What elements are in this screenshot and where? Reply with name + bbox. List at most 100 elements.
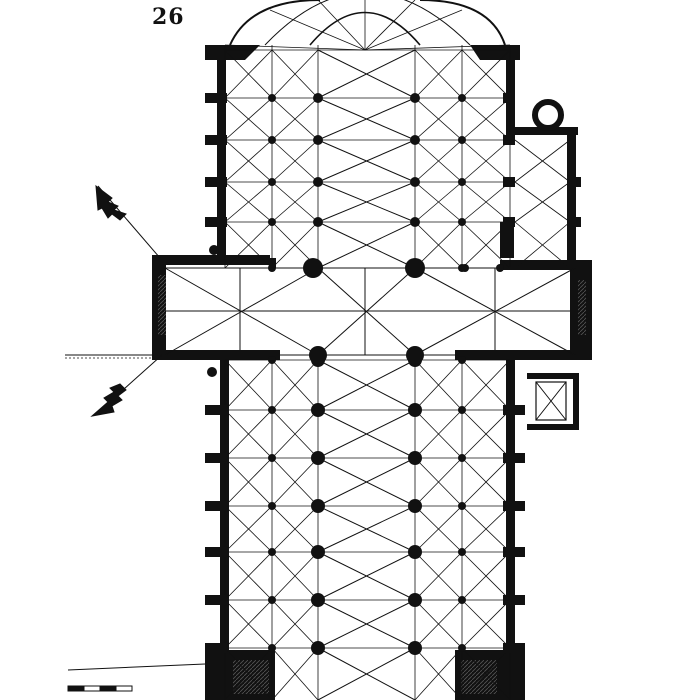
vault-rib xyxy=(317,409,416,459)
vault-rib xyxy=(317,0,366,51)
apse-corner-left xyxy=(205,45,260,60)
pier xyxy=(311,593,325,607)
buttress xyxy=(503,135,515,145)
buttress xyxy=(205,453,227,463)
scale-bar-icon xyxy=(67,663,206,692)
pier xyxy=(410,217,420,227)
pier xyxy=(311,545,325,559)
pier xyxy=(410,135,420,145)
vault-rib xyxy=(271,97,319,141)
wall-choir-right-chapel-top xyxy=(506,127,578,135)
pier xyxy=(268,356,276,364)
pier xyxy=(458,596,466,604)
vault-rib xyxy=(224,457,273,507)
buttress xyxy=(503,453,525,463)
wall-choir-right xyxy=(506,45,515,135)
pier xyxy=(408,545,422,559)
vault-rib xyxy=(414,139,463,183)
pier xyxy=(458,94,466,102)
pier xyxy=(408,499,422,513)
vault-rib xyxy=(414,359,463,411)
pier xyxy=(207,367,217,377)
pier xyxy=(311,641,325,655)
pier xyxy=(313,135,323,145)
vault-rib xyxy=(414,181,463,223)
pier xyxy=(406,346,424,364)
apse-corner-right xyxy=(470,45,520,60)
vault-rib xyxy=(461,181,511,223)
pier xyxy=(458,218,466,226)
pier xyxy=(458,454,466,462)
pier xyxy=(496,264,504,272)
pier xyxy=(458,136,466,144)
buttress xyxy=(205,501,227,511)
main-vault-ribs xyxy=(164,49,576,700)
vault-rib xyxy=(461,457,511,507)
pier xyxy=(268,218,276,226)
vault-rib xyxy=(224,599,273,649)
buttress xyxy=(503,547,525,557)
vault-rib xyxy=(224,647,273,700)
vault-rib xyxy=(461,647,511,700)
buttress xyxy=(503,595,525,605)
vault-rib xyxy=(271,551,319,601)
buttress xyxy=(567,217,581,227)
buttress xyxy=(205,93,227,103)
vault-rib xyxy=(224,44,366,51)
pier xyxy=(458,406,466,414)
vault-rib xyxy=(461,139,511,183)
vault-rib xyxy=(414,49,463,99)
vault-rib xyxy=(317,551,416,601)
pier xyxy=(268,178,276,186)
vault-rib xyxy=(414,457,463,507)
pier xyxy=(311,403,325,417)
apse xyxy=(229,0,506,46)
pier xyxy=(303,258,323,278)
pier xyxy=(268,502,276,510)
buttress xyxy=(503,643,525,653)
vault-rib xyxy=(317,181,416,223)
vault-rib xyxy=(364,9,463,51)
vault-rib xyxy=(414,647,463,700)
pier xyxy=(209,245,219,255)
vault-rib xyxy=(224,359,273,411)
vault-rib xyxy=(271,49,319,99)
vault-rib xyxy=(271,221,319,269)
wall-choir-left xyxy=(217,45,226,265)
pier xyxy=(408,403,422,417)
vault-rib xyxy=(317,359,416,411)
vault-rib xyxy=(271,647,319,700)
wall-transept-south-top xyxy=(500,260,590,270)
pier xyxy=(408,451,422,465)
buttresses xyxy=(205,93,581,653)
vault-rib xyxy=(317,49,416,99)
section-line xyxy=(65,354,155,359)
south-annex-side xyxy=(573,373,579,430)
piers xyxy=(207,93,504,655)
pier xyxy=(268,548,276,556)
south-annex-top xyxy=(527,373,579,379)
vault-rib xyxy=(224,49,273,99)
buttress xyxy=(205,217,227,227)
vault-rib xyxy=(271,409,319,459)
vault-rib xyxy=(317,97,416,141)
vault-rib xyxy=(514,221,571,269)
pier xyxy=(408,641,422,655)
vault-rib xyxy=(269,9,366,51)
pier xyxy=(408,593,422,607)
pier xyxy=(313,217,323,227)
pier xyxy=(458,356,466,364)
pier xyxy=(268,454,276,462)
vault-rib xyxy=(224,97,273,141)
pier xyxy=(311,451,325,465)
pier xyxy=(405,258,425,278)
south-annex-bottom xyxy=(527,424,579,430)
buttress xyxy=(205,177,227,187)
wall-choir-right-chapel xyxy=(567,130,576,265)
vault-rib xyxy=(271,599,319,649)
vault-rib xyxy=(317,599,416,649)
buttress xyxy=(567,177,581,187)
buttress xyxy=(503,405,525,415)
pier xyxy=(458,644,466,652)
